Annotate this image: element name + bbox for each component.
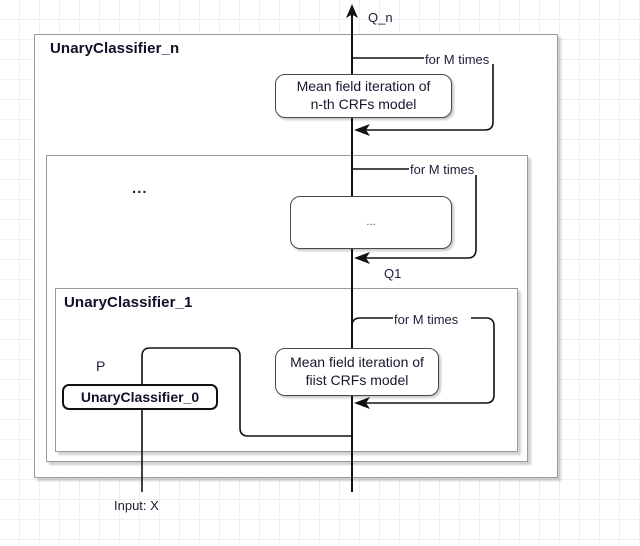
label-input-x: Input: X [114, 498, 159, 513]
process-box-ellipsis-line1: ... [366, 216, 376, 229]
label-for-m-times-top: for M times [424, 52, 491, 67]
container-title-unary-classifier-1: UnaryClassifier_1 [64, 294, 193, 311]
box-unary-classifier-0-label: UnaryClassifier_0 [80, 389, 200, 405]
container-title-unary-classifier-n: UnaryClassifier_n [50, 40, 180, 57]
box-unary-classifier-0[interactable]: UnaryClassifier_0 [62, 384, 218, 410]
process-box-nth-crf[interactable]: Mean field iteration of n-th CRFs model [275, 74, 452, 118]
process-box-first-crf[interactable]: Mean field iteration of fiist CRFs model [275, 348, 439, 396]
process-box-ellipsis[interactable]: ... [290, 196, 452, 249]
label-for-m-times-middle: for M times [409, 162, 476, 177]
label-for-m-times-bottom: for M times [393, 312, 460, 327]
ellipsis-middle-container: ... [132, 180, 148, 197]
label-p: P [96, 358, 106, 374]
process-box-first-crf-line2: fiist CRFs model [305, 372, 409, 388]
label-q-n: Q_n [368, 10, 393, 25]
process-box-nth-crf-line2: n-th CRFs model [310, 96, 417, 112]
process-box-first-crf-line1: Mean field iteration of [290, 354, 424, 371]
label-q1: Q1 [384, 266, 402, 281]
spine-arrowhead-top [346, 4, 358, 18]
process-box-nth-crf-line1: Mean field iteration of [296, 78, 431, 95]
